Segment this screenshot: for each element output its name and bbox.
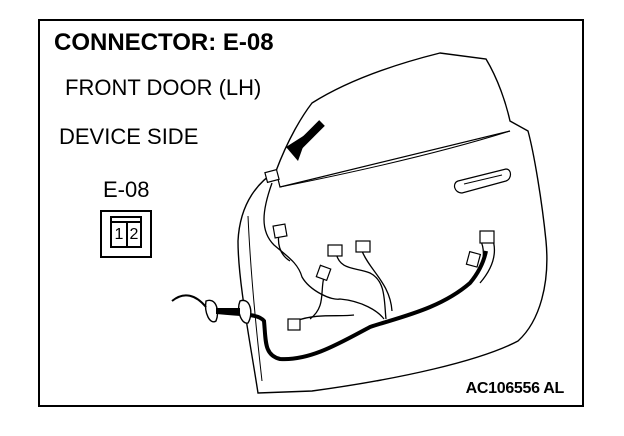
door-outline [237, 52, 548, 394]
wiring-harness-main [207, 250, 488, 362]
connector-face: 1 2 [100, 210, 152, 258]
side-label: DEVICE SIDE [59, 124, 199, 149]
door-handle-inner [463, 174, 503, 185]
page-title: CONNECTOR: E-08 [54, 29, 274, 56]
branch-wire [335, 252, 387, 320]
branch-wire [263, 182, 385, 320]
connector-pin-block: 1 2 [110, 221, 142, 248]
inner-panel [247, 215, 263, 382]
connector-latch [110, 216, 142, 222]
harness-connector [327, 244, 343, 257]
branch-wire [309, 276, 325, 320]
pin-1: 1 [112, 223, 128, 246]
harness-connector [355, 240, 371, 253]
body-side-cable [171, 294, 207, 308]
figure-code: AC106556 AL [465, 380, 565, 397]
grommet [238, 299, 252, 324]
e08-connector [264, 168, 280, 184]
harness-connector [465, 250, 482, 268]
harness-connector [479, 230, 495, 244]
branch-wire [295, 314, 355, 322]
window-sill [279, 130, 511, 188]
diagram-frame: CONNECTOR: E-08 FRONT DOOR (LH) DEVICE S… [38, 19, 584, 407]
door-wiring-illustration [171, 52, 548, 394]
harness-connector [315, 264, 332, 282]
harness-connector [272, 223, 288, 239]
pin-2: 2 [129, 226, 139, 243]
door-handle [453, 168, 512, 194]
grommet [204, 299, 219, 323]
connector-id-label: E-08 [103, 177, 150, 202]
harness-connector [287, 318, 301, 331]
location-label: FRONT DOOR (LH) [65, 75, 262, 100]
branch-wire [361, 250, 393, 312]
